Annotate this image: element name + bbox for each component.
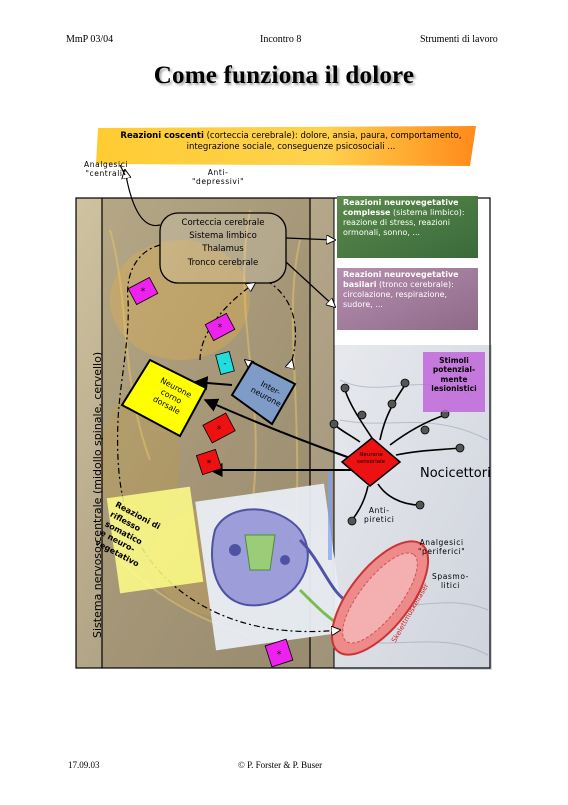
marker-red-1 xyxy=(202,412,236,444)
banner-text: Reazioni coscenti (corteccia cerebrale):… xyxy=(106,131,476,152)
stimuli-box xyxy=(423,352,485,412)
analgesici-centrali-label: Analgesici "centrali" xyxy=(84,160,128,179)
banner-line1: (corteccia cerebrale): dolore, ansia, pa… xyxy=(203,131,462,141)
sp-line1: Spasmo- xyxy=(432,572,469,581)
drug-markers xyxy=(127,276,294,668)
sensory-neuron xyxy=(340,437,402,487)
antipyretics-label: Anti- piretici xyxy=(364,506,394,525)
sp-line2: litici xyxy=(440,581,460,591)
basic-reactions-box xyxy=(337,268,478,330)
analgesici-periferici-label: Analgesici "periferici" xyxy=(418,538,465,557)
ac-line1: Analgesici xyxy=(84,160,129,169)
spinal-cord-image xyxy=(195,470,349,651)
green-bold: Reazioni neurovegetative complesse xyxy=(343,198,459,217)
brain-centers-box xyxy=(159,212,287,284)
basic-reactions-text: Reazioni neurovegetative basilari (tronc… xyxy=(343,270,477,310)
ad-line2: "depressivi" xyxy=(192,177,245,187)
complex-reactions-box xyxy=(337,196,478,258)
center-line-2: Sistema limbico xyxy=(189,231,257,242)
stimoli-line4: lesionistici xyxy=(431,384,477,394)
svg-text:-: - xyxy=(223,359,226,369)
stimuli-text: Stimoli potenzial- mente lesionistici xyxy=(423,356,485,394)
sensory-neuron-text: Neurone sensoriale xyxy=(346,452,396,466)
stimoli-line2: potenzial- xyxy=(432,365,476,375)
ac-line2: "centrali" xyxy=(85,169,127,179)
marker-cyan xyxy=(215,351,235,375)
banner-bold: Reazioni coscenti xyxy=(120,131,204,141)
stimoli-line1: Stimoli xyxy=(439,356,469,365)
ns-line1: Neurone xyxy=(359,452,383,458)
brain-centers-text: Corteccia cerebrale Sistema limbico Thal… xyxy=(160,217,286,270)
svg-text:*: * xyxy=(217,425,222,435)
interneuron xyxy=(230,360,297,426)
nociceptors-label: Nocicettori xyxy=(420,466,491,481)
footer-left: 17.09.03 xyxy=(68,760,100,770)
marker-pink-3 xyxy=(264,638,294,668)
center-line-3: Thalamus xyxy=(202,244,244,255)
stimoli-line3: mente xyxy=(440,374,468,384)
ad-line1: Anti- xyxy=(207,168,229,177)
marker-pink-2 xyxy=(204,312,236,342)
ap2-line2: "periferici" xyxy=(418,547,466,557)
purple-text: (tronco cerebrale): circolazione, respir… xyxy=(343,280,454,309)
page-title: Come funziona il dolore xyxy=(153,62,415,89)
ap-line1: Anti- xyxy=(368,506,390,515)
svg-text:*: * xyxy=(277,650,282,660)
center-line-1: Corteccia cerebrale xyxy=(181,218,265,228)
svg-text:*: * xyxy=(207,459,212,469)
svg-text:*: * xyxy=(141,287,146,297)
dorsal-horn-neuron xyxy=(120,358,208,438)
anti-depressivi-label: Anti- "depressivi" xyxy=(192,168,244,187)
reflex-box xyxy=(106,486,204,594)
header-left: MmP 03/04 xyxy=(66,34,114,45)
ap2-line1: Analgesici xyxy=(419,538,464,547)
center-line-4: Tronco cerebrale xyxy=(187,257,259,268)
complex-reactions-text: Reazioni neurovegetative complesse (sist… xyxy=(343,198,477,238)
ns-line2: sensoriale xyxy=(356,458,386,465)
conscious-reactions-banner xyxy=(96,126,476,166)
marker-red-2 xyxy=(195,448,223,476)
green-text: (sistema limbico): reazione di stress, r… xyxy=(343,208,465,237)
ap-line2: piretici xyxy=(364,515,395,525)
header-right: Strumenti di lavoro xyxy=(420,34,498,45)
header-center: Incontro 8 xyxy=(260,34,302,45)
footer-center: © P. Forster & P. Buser xyxy=(238,760,323,770)
cns-vertical-label: Sistema nervoso centrale (midollo spinal… xyxy=(91,351,104,638)
skeletal-muscle-image xyxy=(330,540,430,656)
svg-text:*: * xyxy=(218,323,223,333)
marker-pink-1 xyxy=(127,276,159,306)
banner-line2: integrazione sociale, conseguenze psicos… xyxy=(186,141,396,152)
spasmolytics-label: Spasmo- litici xyxy=(432,572,469,591)
purple-bold: Reazioni neurovegetative basilari xyxy=(343,270,459,289)
